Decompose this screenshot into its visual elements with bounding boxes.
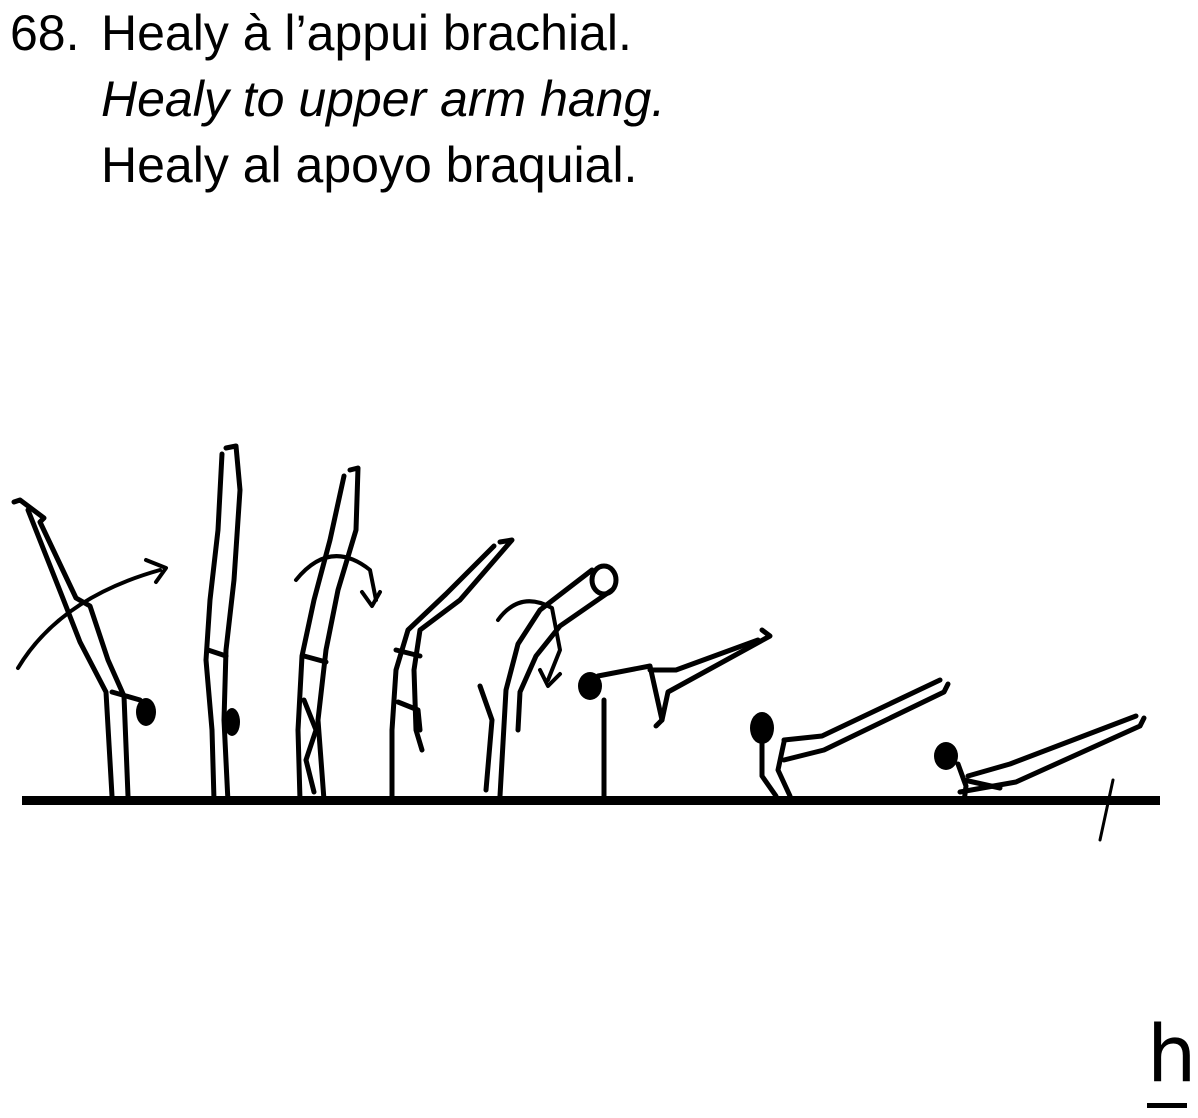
difficulty-underline [1147, 1103, 1187, 1108]
element-number: 68. [10, 0, 101, 66]
gymnast-stage-2-icon [206, 446, 240, 802]
healy-sequence-figure [0, 430, 1198, 870]
element-name-french: Healy à l’appui brachial. [101, 5, 632, 61]
gymnast-stage-3-icon [296, 468, 380, 800]
element-title-block: 68.Healy à l’appui brachial. Healy to up… [10, 0, 665, 198]
gymnast-stage-1-icon [14, 500, 166, 796]
element-name-spanish: Healy al apoyo braquial. [10, 132, 665, 198]
gymnast-stage-7-icon [750, 680, 948, 802]
element-name-english: Healy to upper arm hang. [10, 66, 665, 132]
gymnast-stage-4-icon [392, 540, 512, 796]
title-french-line: 68.Healy à l’appui brachial. [10, 0, 665, 66]
difficulty-value-letter: h [1147, 1015, 1196, 1095]
parallel-bar-icon [22, 796, 1160, 805]
bar-marker-icon [1100, 780, 1113, 840]
gymnast-stage-6-icon [578, 630, 770, 796]
